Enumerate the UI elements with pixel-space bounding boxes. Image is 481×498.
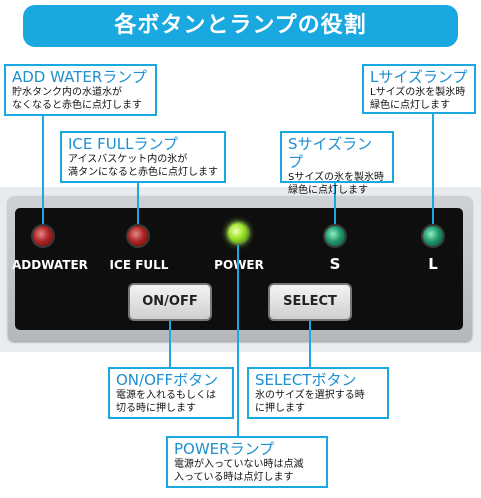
power-lamp: [228, 223, 248, 243]
power-callout: POWERランプ 電源が入っていない時は点滅 入っている時は点灯します: [166, 436, 328, 488]
on-off-callout-title: ON/OFFボタン: [116, 371, 219, 389]
on-off-callout: ON/OFFボタン 電源を入れるもしくは 切る時に押します: [108, 367, 234, 419]
l-size-callout: Lサイズランプ Lサイズの氷を製氷時 緑色に点灯します: [362, 64, 476, 114]
ice-full-callout: ICE FULLランプ アイスバスケット内の氷が 満タンになると赤色に点灯します: [60, 131, 226, 183]
s-size-lamp-label: S: [329, 255, 341, 273]
add-water-lamp-label: ADDWATER: [12, 258, 88, 272]
l-size-callout-title: Lサイズランプ: [370, 68, 468, 86]
select-callout: SELECTボタン 氷のサイズを選択する時 に押します: [247, 367, 389, 419]
page-title: 各ボタンとランプの役割: [23, 5, 458, 47]
l-size-lamp-label: L: [428, 255, 438, 273]
on-off-callout-desc: 電源を入れるもしくは 切る時に押します: [116, 390, 216, 414]
s-size-callout-title: Sサイズランプ: [288, 135, 373, 171]
ice-full-callout-title: ICE FULLランプ: [68, 135, 179, 153]
ice-full-callout-desc: アイスバスケット内の氷が 満タンになると赤色に点灯します: [68, 154, 218, 178]
s-size-lamp: [325, 226, 345, 246]
add-water-callout-title: ADD WATERランプ: [12, 68, 147, 86]
l-size-callout-desc: Lサイズの氷を製氷時 緑色に点灯します: [370, 87, 466, 111]
power-lamp-label: POWER: [214, 258, 264, 272]
select-callout-desc: 氷のサイズを選択する時 に押します: [255, 390, 365, 414]
l-size-lamp: [423, 226, 443, 246]
s-size-callout-desc: Sサイズの氷を製氷時 緑色に点灯します: [288, 172, 385, 196]
on-off-button[interactable]: ON/OFF: [128, 283, 212, 321]
s-size-callout: Sサイズランプ Sサイズの氷を製氷時 緑色に点灯します: [280, 131, 394, 196]
select-button[interactable]: SELECT: [268, 283, 352, 321]
ice-full-lamp-label: ICE FULL: [109, 258, 169, 272]
add-water-callout-desc: 貯水タンク内の水道水が なくなると赤色に点灯します: [12, 87, 142, 111]
ice-full-lamp: [128, 226, 148, 246]
select-callout-title: SELECTボタン: [255, 371, 357, 389]
add-water-callout: ADD WATERランプ 貯水タンク内の水道水が なくなると赤色に点灯します: [4, 64, 157, 116]
add-water-lamp: [33, 226, 53, 246]
power-callout-title: POWERランプ: [174, 440, 275, 458]
power-callout-desc: 電源が入っていない時は点滅 入っている時は点灯します: [174, 459, 304, 483]
